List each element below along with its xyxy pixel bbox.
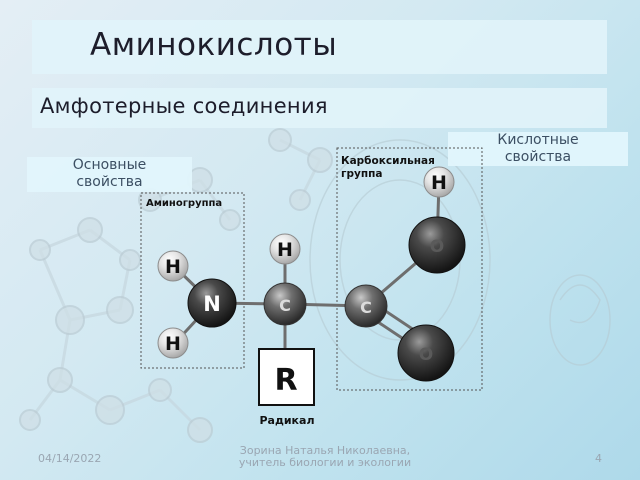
basic-properties-line1: Основные (72, 157, 147, 173)
oxygen-atom-top: O (408, 216, 466, 274)
carboxyl-group-frame (336, 147, 483, 391)
svg-text:C: C (360, 298, 372, 317)
carbon-atom-carboxyl: C (344, 284, 388, 328)
acidic-properties-line2: свойства (504, 149, 572, 165)
slide-subtitle: Амфотерные соединения (40, 94, 328, 118)
subtitle-bar (32, 88, 607, 128)
hydrogen-atom-top-left: H (157, 250, 189, 282)
amino-group-frame (140, 192, 245, 369)
carboxyl-group-label-line1: Карбоксильная (341, 155, 435, 167)
svg-text:N: N (203, 292, 221, 316)
nitrogen-atom: N (187, 278, 237, 328)
svg-text:O: O (430, 237, 444, 257)
svg-text:O: O (419, 345, 433, 365)
hydrogen-atom-bottom-left: H (157, 327, 189, 359)
hydrogen-atom-carboxyl: H (423, 166, 455, 198)
footer-page-number: 4 (595, 452, 602, 465)
footer-author: Зорина Наталья Николаевна, учитель биоло… (230, 445, 420, 469)
basic-properties-label: Основные свойства (27, 157, 192, 192)
svg-text:H: H (431, 172, 447, 194)
footer-author-line2: учитель биологии и экологии (238, 456, 412, 469)
hydrogen-atom-alpha: H (269, 233, 301, 265)
carbon-atom-alpha: C (263, 282, 307, 326)
amino-group-label: Аминогруппа (146, 198, 222, 209)
svg-text:C: C (279, 296, 291, 315)
footer-author-line1: Зорина Наталья Николаевна, (239, 444, 411, 457)
footer-date: 04/14/2022 (38, 452, 102, 465)
svg-text:H: H (277, 239, 293, 261)
title-bar (32, 20, 607, 74)
acidic-properties-line1: Кислотные (497, 132, 579, 148)
basic-properties-line2: свойства (76, 174, 143, 190)
acidic-properties-label: Кислотные свойства (448, 132, 628, 166)
svg-text:H: H (165, 256, 181, 278)
oxygen-atom-bottom: O (397, 324, 455, 382)
svg-text:H: H (165, 333, 181, 355)
carboxyl-group-label-line2: группа (341, 168, 382, 180)
radical-label: Радикал (259, 414, 314, 427)
radical-box: R (258, 348, 315, 406)
svg-text:R: R (274, 363, 297, 398)
slide-title: Аминокислоты (90, 27, 338, 63)
